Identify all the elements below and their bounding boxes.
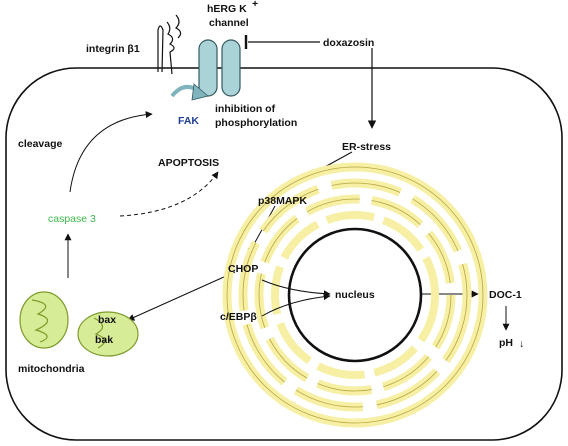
inhibition-line2: phosphorylation <box>215 117 297 129</box>
doc1-label: DOC-1 <box>489 289 522 301</box>
caspase3-label: caspase 3 <box>48 213 96 225</box>
herg-sup-label: + <box>252 0 258 10</box>
cleavage-label: cleavage <box>18 138 63 150</box>
apoptosis-label: APOPTOSIS <box>158 157 219 169</box>
integrin-shape <box>157 14 182 75</box>
bak-label: bak <box>95 334 113 346</box>
ph-label: pH <box>499 337 513 349</box>
nucleus-arrows <box>261 279 331 317</box>
doxazosin-label: doxazosin <box>323 37 374 49</box>
mitochondria-shape <box>19 291 139 357</box>
inhibition-line1: inhibition of <box>215 103 276 115</box>
cell-membrane <box>5 67 563 441</box>
mitochondria-label: mitochondria <box>18 363 85 375</box>
herg-label: hERG K <box>207 3 247 15</box>
herg-channel-shape <box>198 39 241 97</box>
bax-label: bax <box>98 314 116 326</box>
fak-label: FAK <box>178 115 199 127</box>
er-stress-label: ER-stress <box>342 141 391 153</box>
ph-down-arrow: ↓ <box>519 338 524 350</box>
channel-label: channel <box>209 17 249 29</box>
nucleus-label: nucleus <box>335 289 375 301</box>
integrin-label: integrin β1 <box>86 43 140 55</box>
doxazosin-block-line <box>244 35 377 129</box>
nucleus-envelope <box>287 227 423 363</box>
p38mapk-label: p38MAPK <box>258 195 307 207</box>
endoplasmic-reticulum <box>222 162 488 428</box>
cebp-label: c/EBPβ <box>220 311 257 323</box>
chop-label: CHOP <box>228 263 258 275</box>
